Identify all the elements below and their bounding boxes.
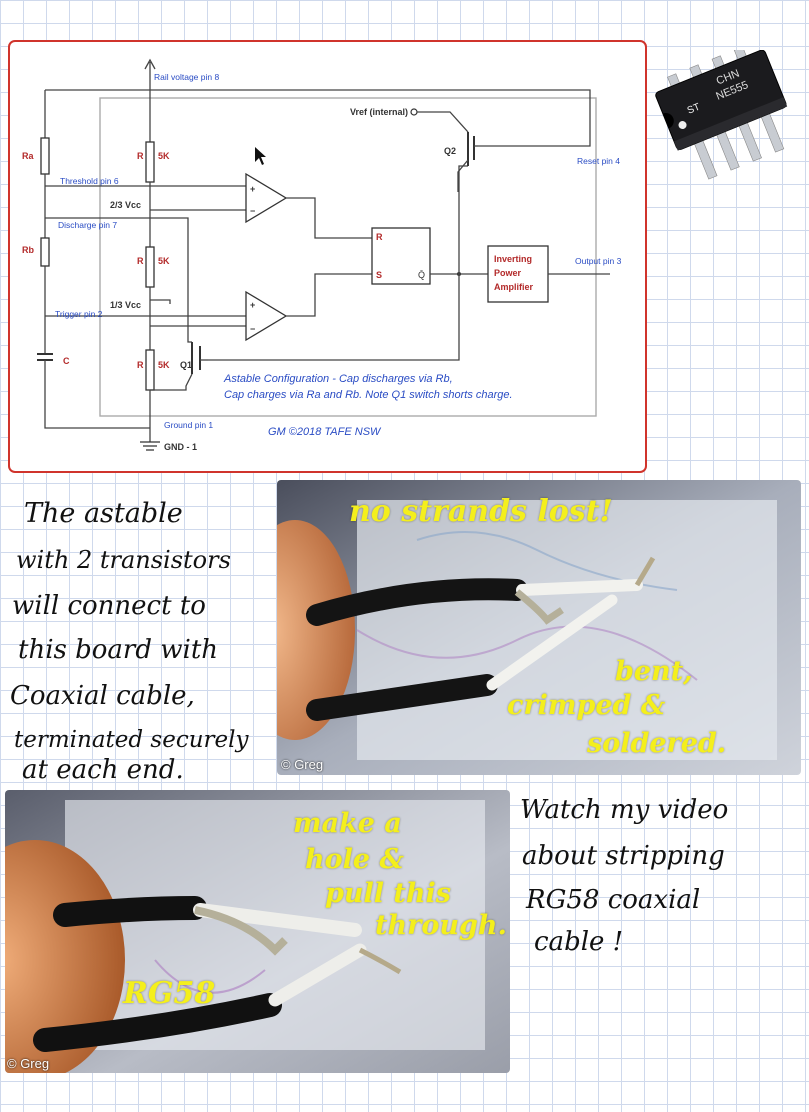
comp1-plus: + [250, 184, 255, 194]
comp2-plus: + [250, 300, 255, 310]
chip-logo: ST [686, 102, 702, 117]
flip-flop [371, 227, 431, 285]
inverting-power-amplifier [487, 245, 549, 303]
output-label: Output pin 3 [575, 256, 622, 266]
coax-photo-2: make a hole & pull this through. RG58 © … [5, 790, 510, 1073]
photo2-note-line4: through. [375, 910, 507, 941]
circuit-note-line2: Cap charges via Ra and Rb. Note Q1 switc… [224, 389, 513, 401]
vref-node [410, 108, 418, 116]
ic-boundary [99, 97, 597, 417]
ff-r-label: R [376, 232, 383, 242]
photo1-note-line2: crimped & [507, 690, 666, 721]
photo1-note-line1: bent, [615, 656, 693, 687]
comparator-upper [245, 172, 288, 224]
ground-symbol [140, 441, 160, 451]
r-value-bottom: 5K [158, 360, 170, 370]
photo2-note-line2: hole & [305, 844, 404, 875]
hand-line-4: this board with [18, 635, 219, 665]
hand-right-line-2: about stripping [522, 841, 725, 871]
photo2-note-line3: pull this [325, 878, 451, 909]
r-label-bottom: R [137, 360, 144, 370]
amp-line2: Power [494, 268, 522, 278]
rail-arrow [144, 58, 156, 78]
copyright-label: GM ©2018 TAFE NSW [268, 426, 382, 438]
ne555-chip-image: ST CHN NE555 [655, 50, 788, 180]
rail-wire [45, 89, 591, 147]
reset-label: Reset pin 4 [577, 156, 620, 166]
ground-label: Ground pin 1 [164, 420, 213, 430]
resistor-top-5k [145, 141, 155, 183]
circuit-note-line1: Astable Configuration - Cap discharges v… [223, 373, 453, 385]
capacitor-c [37, 353, 53, 361]
gnd-label: GND - 1 [164, 442, 197, 452]
q2-transistor [467, 132, 475, 166]
photo2-credit: © Greg [7, 1056, 50, 1071]
photo1-credit: © Greg [281, 757, 324, 772]
r-label-top: R [137, 151, 144, 161]
resistor-mid-5k [145, 246, 155, 288]
trigger-label: Trigger pin 2 [55, 309, 103, 319]
r-value-mid: 5K [158, 256, 170, 266]
resistor-ra [40, 137, 50, 175]
hand-line-7: at each end. [22, 755, 184, 785]
hand-right-line-1: Watch my video [520, 795, 729, 825]
hand-right-line-4: cable ! [534, 927, 624, 957]
two-thirds-label: 2/3 Vcc [110, 200, 141, 210]
photo1-top-note: no strands lost! [349, 494, 613, 529]
ra-label: Ra [22, 151, 34, 161]
hand-line-5: Coaxial cable, [10, 681, 195, 711]
q2-label: Q2 [444, 146, 456, 156]
comp2-minus: − [250, 324, 255, 334]
q1-label: Q1 [180, 360, 192, 370]
ff-s-label: S [376, 270, 382, 280]
circuit-diagram-frame: Rail voltage pin 8 Ra Rb C R 5K R 5K R 5… [8, 40, 647, 473]
hand-line-6: terminated securely [14, 727, 249, 753]
ne555-astable-schematic: Rail voltage pin 8 Ra Rb C R 5K R 5K R 5… [22, 58, 622, 452]
comp1-minus: − [250, 206, 255, 216]
photo2-cable-label: RG58 [123, 976, 216, 1011]
rb-label: Rb [22, 245, 34, 255]
coax-photo-1: no strands lost! bent, crimped & soldere… [277, 480, 801, 775]
coax-photo-2-image [5, 790, 510, 1073]
hand-line-2: with 2 transistors [16, 546, 231, 574]
rail-label: Rail voltage pin 8 [154, 72, 219, 82]
one-third-label: 1/3 Vcc [110, 300, 141, 310]
ff-qbar-label: Q̄ [418, 270, 425, 280]
photo2-note-line1: make a [293, 808, 402, 839]
amp-line3: Amplifier [494, 282, 534, 292]
amp-line1: Inverting [494, 254, 532, 264]
r-label-mid: R [137, 256, 144, 266]
hand-line-3: will connect to [12, 591, 206, 621]
c-label: C [63, 356, 70, 366]
vref-label: Vref (internal) [350, 107, 408, 117]
resistor-rb [40, 237, 50, 267]
hand-line-1: The astable [24, 498, 183, 529]
comparator-lower [245, 290, 288, 342]
r-value-top: 5K [158, 151, 170, 161]
mouse-cursor-icon [255, 147, 266, 165]
resistor-bottom-5k [145, 349, 155, 391]
hand-right-line-3: RG58 coaxial [526, 885, 701, 915]
threshold-label: Threshold pin 6 [60, 176, 119, 186]
discharge-label: Discharge pin 7 [58, 220, 117, 230]
photo1-note-line3: soldered. [587, 728, 727, 759]
coax-photo-1-image [277, 480, 801, 775]
q1-transistor [191, 342, 201, 374]
